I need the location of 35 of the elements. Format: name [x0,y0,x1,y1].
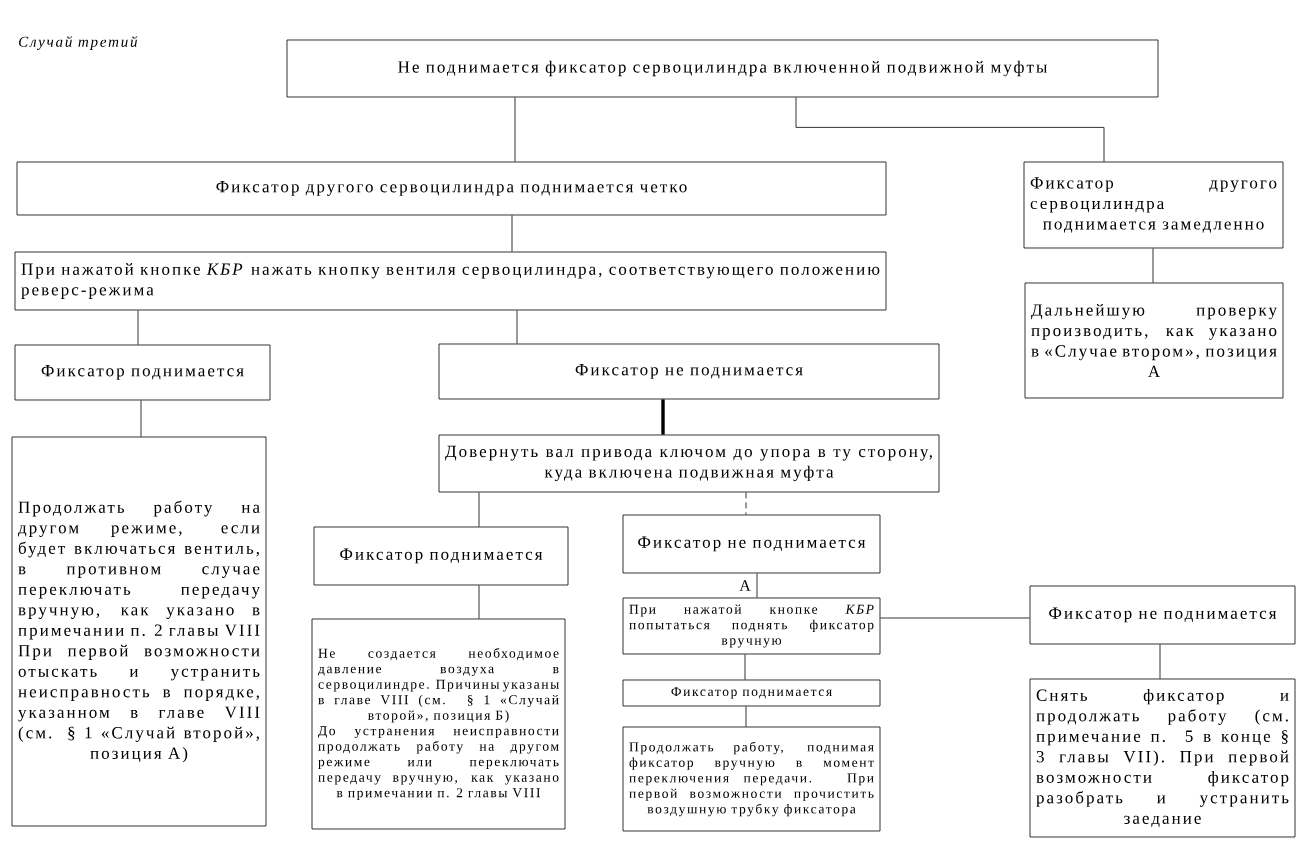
connector-line [756,573,758,598]
connector-line [1152,248,1154,283]
process-box: Не создается необходимое давление воздуха в сервоцилиндре. Причины указаны в главе VIII (см. § 1 «Случай второй», позиция Б) До устранения неисправности продолжать работу на другом режиме или переключать передачу вручную, как указано в примечании п. 2 главы VIII [311,618,566,830]
process-box: Фиксатор поднимается [14,344,271,401]
connector-line [137,310,139,345]
process-box: Фиксатор поднимается [622,679,881,707]
connector-line [745,492,747,515]
process-box: Фиксатор не поднимается [622,514,881,574]
heading: Случай третий [19,36,138,50]
connector-line [511,215,513,252]
process-box: При нажатой кнопке КБР попытаться поднять фиксатор вручную [622,597,881,655]
connector-line [478,492,480,527]
connector-line [478,585,480,619]
edge-label: А [738,579,752,592]
connector-line [514,97,516,162]
process-box: Фиксатор поднимается [313,526,569,586]
process-box: Фиксатор другого сервоцилиндра поднимается четко [16,161,887,216]
process-box: Дальнейшую проверку производить, как указано в «Случае втором», позиция А [1024,282,1284,399]
process-box: Фиксатор не поднимается [1029,585,1296,645]
connector-line [744,654,746,680]
process-box: Фиксатор не поднимается [438,343,940,400]
process-box: Довернуть вал привода ключом до упора в ту сторону, куда включена подвижная муфта [438,434,940,493]
connector-line [745,706,747,727]
process-box: Продолжать работу на другом режиме, если будет включаться вентиль, в противном случае переключать передачу вручную, как указано в примечании п. 2 главы VIII При первой возможности отыскать и устранить неисправность в порядке, указанном в главе VIII (см. § 1 «Случай второй», позиция А) [11,436,267,827]
connector-line [795,97,1105,162]
process-box: При нажатой кнопке КБР нажать кнопку вентиля сервоцилиндра, соответствующего положению реверс-режима [14,251,887,311]
process-box: Не поднимается фиксатор сервоцилиндра включенной подвижной муфты [286,39,1159,98]
process-box: Фиксатор другого сервоцилиндра поднимается замедленно [1023,161,1284,249]
process-box: Продолжать работу, поднимая фиксатор вручную в момент переключения передачи. При первой возможности прочистить воздушную трубку фиксатора [622,726,881,832]
connector-line [516,310,518,344]
connector-line [140,400,142,437]
process-box: Снять фиксатор и продолжать работу (см. примечание п. 5 в конце § 3 главы VII). При первой возможности фиксатор разобрать и устранить заедание [1029,678,1296,838]
connector-line [1159,644,1161,679]
connector-line [661,399,665,435]
connector-line [880,617,1030,619]
